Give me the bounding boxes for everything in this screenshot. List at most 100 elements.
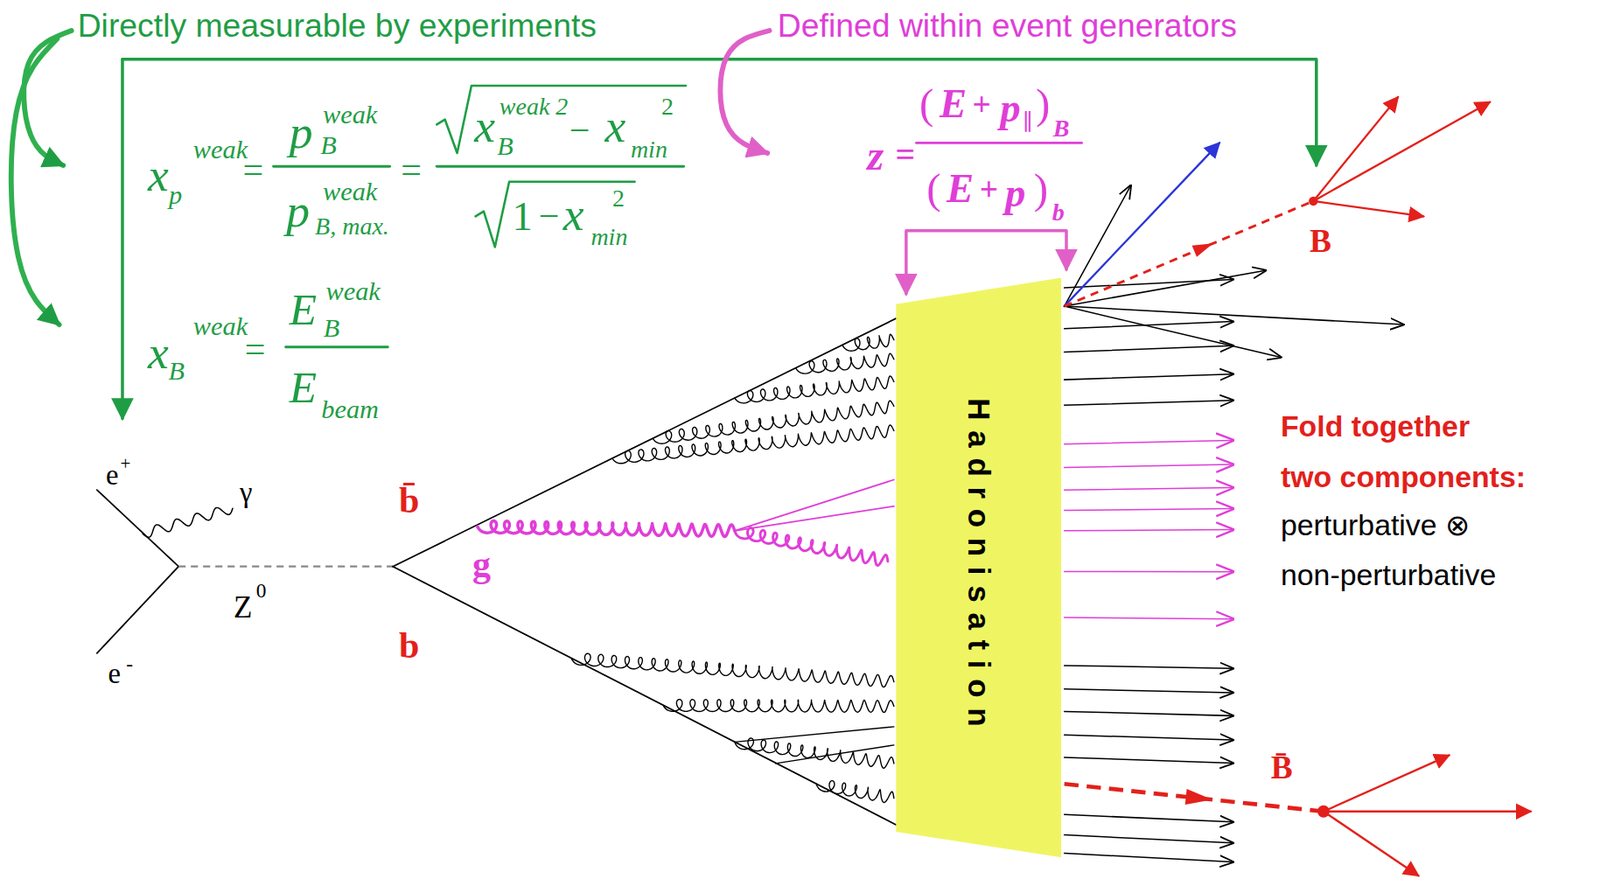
hadron-arrow <box>1064 321 1233 329</box>
hadron-arrow <box>1064 665 1233 669</box>
particle-label: B <box>1309 224 1332 258</box>
hadron-arrow <box>1064 617 1233 620</box>
hadron-arrow <box>1064 571 1233 573</box>
arrow-head <box>1185 789 1213 805</box>
formula-symbol: B <box>1053 116 1070 141</box>
hadron-arrow <box>1064 689 1233 693</box>
decay-arrow <box>1323 755 1449 812</box>
gluon-line <box>477 521 735 538</box>
particle-label: Z <box>233 592 252 623</box>
hadron-arrow <box>1064 142 1220 307</box>
formula-symbol: + <box>972 87 992 120</box>
formula-symbol: 1 <box>512 195 533 238</box>
formula-symbol: min <box>630 136 668 161</box>
hadron-arrow <box>1064 306 1281 357</box>
formula-symbol: B <box>168 358 186 385</box>
b-hadron-path <box>1064 783 1324 812</box>
gluon-line <box>796 353 895 374</box>
particle-label: b̄ <box>398 482 420 519</box>
formula-symbol: weak <box>322 178 378 205</box>
gluon-line <box>734 528 888 566</box>
hadronisation-band: Hadronisation <box>895 277 1062 858</box>
formula-symbol: 2 <box>661 93 674 119</box>
quark-line <box>734 726 895 743</box>
formula-symbol: weak 2 <box>499 93 569 119</box>
hadron-arrow <box>1064 488 1233 491</box>
curved-arrow <box>11 38 60 325</box>
gluon-line <box>653 400 895 444</box>
formula-symbol: B, max. <box>314 214 390 239</box>
formula-symbol: x <box>604 103 626 151</box>
hadron-arrow <box>1064 835 1233 844</box>
particle-label: g <box>472 545 491 583</box>
decay-arrow <box>1323 811 1419 877</box>
note-text: Fold together two components: <box>1280 402 1526 503</box>
formula-symbol: p <box>999 87 1021 129</box>
b-hadron-path <box>1064 201 1314 307</box>
formula-symbol: − <box>569 111 591 149</box>
particle-label: e <box>107 659 121 689</box>
formula-symbol: ( <box>926 167 941 210</box>
particle-label: b <box>398 627 420 664</box>
hadron-arrow <box>1064 270 1266 307</box>
arrow-head <box>1192 243 1214 258</box>
formula-symbol: + <box>979 172 999 205</box>
band-fill <box>895 277 1062 858</box>
particle-label: e <box>105 461 119 490</box>
photon-line <box>142 507 233 538</box>
formula-symbol: p <box>168 182 182 210</box>
quark-line <box>392 566 896 825</box>
formula-symbol: E <box>289 365 317 411</box>
decay-arrow <box>1313 102 1490 202</box>
formula-symbol: ∥ <box>1022 111 1034 134</box>
formula-symbol: B <box>323 315 341 343</box>
hadron-arrow <box>1064 757 1233 764</box>
formula-symbol: E <box>939 83 967 126</box>
electron-line <box>97 489 179 567</box>
quark-line <box>775 745 895 764</box>
formula-symbol: ) <box>1035 83 1050 126</box>
formula-symbol: p <box>1005 172 1026 214</box>
formula-symbol: min <box>590 224 628 250</box>
hadron-arrow <box>1064 440 1233 444</box>
formula-symbol: x <box>563 190 585 238</box>
formula-symbol: E <box>946 168 974 210</box>
hadron-arrow <box>1064 509 1233 511</box>
formula-symbol: = <box>244 330 266 368</box>
formula-symbol: B <box>320 132 337 160</box>
formula-symbol: weak <box>193 136 248 163</box>
quark-line <box>392 318 896 567</box>
formula-symbol: ( <box>919 83 934 126</box>
formula-symbol: z <box>866 133 884 177</box>
formula-symbol: ) <box>1034 167 1049 210</box>
hadron-arrow <box>1064 400 1233 406</box>
hadron-arrow <box>1064 814 1233 823</box>
formula-symbol: = <box>894 138 916 174</box>
particle-label: γ <box>239 478 252 508</box>
formula-symbol: p <box>289 109 314 157</box>
heading-text: Defined within event generators <box>777 9 1237 42</box>
hadron-arrow <box>1064 853 1233 863</box>
formula-symbol: = <box>400 151 422 189</box>
particle-label: 0 <box>256 579 267 601</box>
fraction-bar <box>286 345 389 349</box>
decay-arrow <box>1313 97 1398 202</box>
particle-label: - <box>125 653 133 674</box>
band-label: Hadronisation <box>963 398 994 737</box>
gluon-line <box>843 334 895 351</box>
quark-line <box>734 506 895 532</box>
electron-line <box>97 566 179 654</box>
formula-symbol: 2 <box>612 185 625 210</box>
fraction-bar <box>916 141 1083 145</box>
hadron-arrow <box>1064 711 1233 716</box>
formula-symbol: = <box>242 151 264 189</box>
z-boson-line <box>178 565 393 568</box>
formula-symbol: x <box>147 329 169 378</box>
hadron-arrow <box>1064 306 1404 325</box>
gluon-line <box>734 738 895 769</box>
formula-symbol: b <box>1052 200 1065 225</box>
formula-symbol: weak <box>193 313 248 340</box>
hadron-arrow <box>1064 345 1233 352</box>
formula-symbol: E <box>289 287 317 333</box>
